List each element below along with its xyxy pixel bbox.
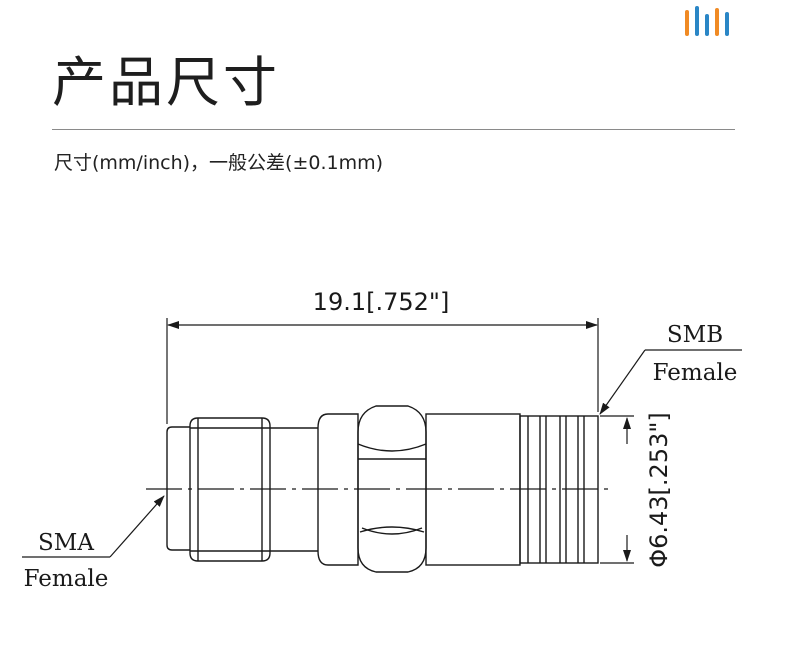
title-divider	[52, 129, 735, 130]
hex-face-top	[357, 443, 427, 452]
hex-face-lower	[359, 526, 425, 533]
length-label: 19.1[.752"]	[313, 288, 450, 316]
tolerance-note: 尺寸(mm/inch)，一般公差(±0.1mm)	[54, 152, 384, 174]
smb-gender-label: Female	[653, 360, 738, 386]
neck-section	[270, 427, 318, 552]
sma-type-label: SMA	[38, 530, 94, 556]
length-dimension	[166, 318, 599, 424]
logo-bar-1	[685, 10, 689, 36]
collar	[317, 413, 359, 566]
smb-leader	[599, 349, 742, 415]
logo-bar-4	[715, 8, 719, 36]
smb-type-label: SMB	[667, 322, 723, 348]
diameter-label: Φ6.43[.253"]	[645, 412, 673, 568]
smb-leader-line	[599, 349, 646, 415]
diameter-dimension	[600, 415, 634, 564]
sma-leader	[22, 495, 165, 558]
sma-leader-line	[109, 495, 165, 558]
logo-bar-5	[725, 12, 729, 36]
logo-bar-2	[695, 6, 699, 36]
logo-bar-3	[705, 14, 709, 36]
sma-gender-label: Female	[24, 566, 109, 592]
brand-logo-icon	[685, 6, 729, 36]
page-title: 产品尺寸	[52, 51, 280, 114]
